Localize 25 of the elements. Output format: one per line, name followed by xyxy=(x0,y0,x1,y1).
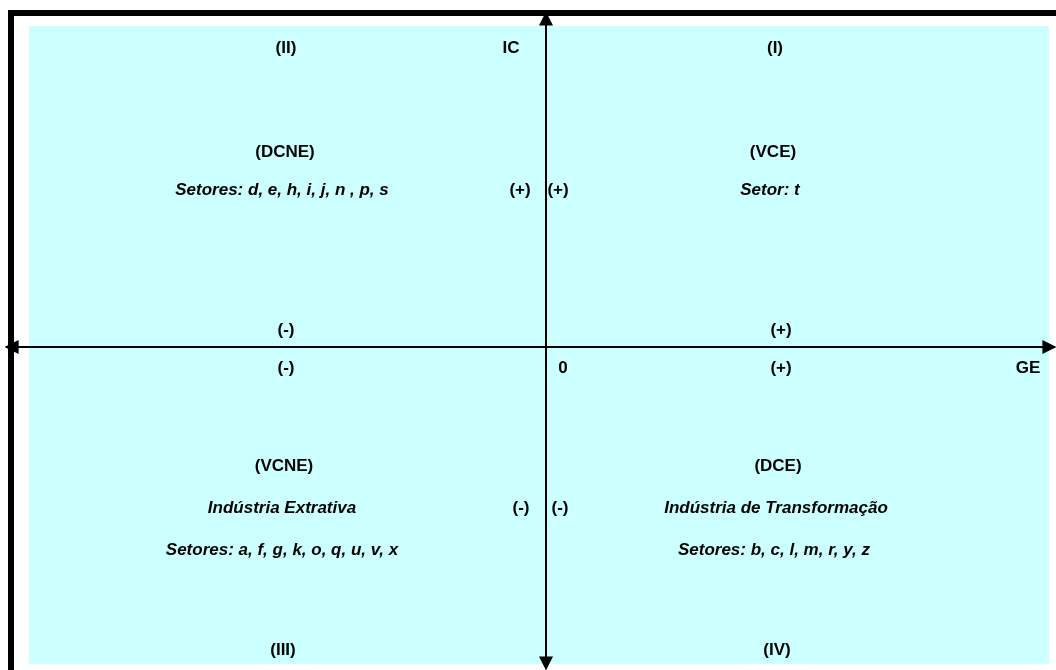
sign-label: 0 xyxy=(558,358,568,378)
sign-label: (-) xyxy=(277,320,295,340)
quadrant-description: Setor: t xyxy=(740,180,800,200)
quadrant-name: (VCNE) xyxy=(254,456,314,476)
sign-label: (+) xyxy=(770,358,792,378)
quadrant-number: (III) xyxy=(270,640,296,660)
sign-label: (+) xyxy=(509,180,531,200)
quadrant-description: Setores: d, e, h, i, j, n , p, s xyxy=(175,180,389,200)
sign-label: (-) xyxy=(277,358,295,378)
sign-label: (+) xyxy=(770,320,792,340)
quadrant-number: (II) xyxy=(275,38,297,58)
quadrant-description: Setores: b, c, l, m, r, y, z xyxy=(677,540,871,560)
sign-label: GE xyxy=(1015,358,1041,378)
sign-label: (+) xyxy=(547,180,569,200)
sign-label: (-) xyxy=(551,498,569,518)
sign-label: IC xyxy=(502,38,520,58)
quadrant-number: (IV) xyxy=(763,640,791,660)
quadrant-name: (VCE) xyxy=(749,142,797,162)
quadrant-name: (DCE) xyxy=(754,456,802,476)
quadrant-number: (I) xyxy=(767,38,783,58)
sign-label: (-) xyxy=(512,498,530,518)
quadrant-description: Setores: a, f, g, k, o, q, u, v, x xyxy=(165,540,399,560)
quadrant-description: Indústria de Transformação xyxy=(664,498,888,518)
quadrant-description: Indústria Extrativa xyxy=(207,498,357,518)
quadrant-name: (DCNE) xyxy=(255,142,315,162)
